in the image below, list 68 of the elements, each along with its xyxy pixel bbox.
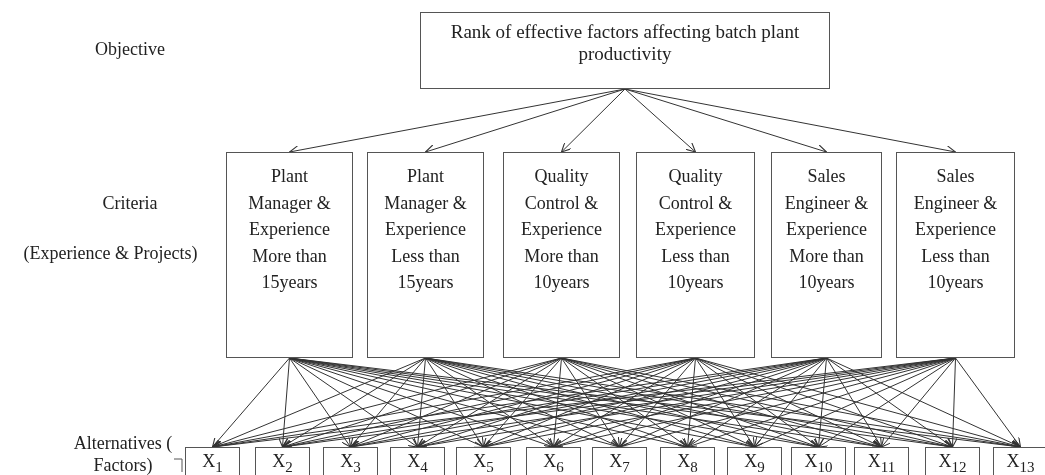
alternative-box (390, 447, 445, 475)
criterion-box (636, 152, 755, 358)
factor-label: X$_{5}$ (473, 450, 494, 475)
arrow (826, 357, 883, 448)
objective-text: Rank of effective factors affecting batch plant productivity (449, 21, 801, 65)
alternative-box (925, 447, 980, 475)
objective-box (420, 12, 830, 89)
arrow (880, 357, 956, 448)
alternative-box (526, 447, 581, 475)
alternative-box (185, 447, 240, 475)
arrow (425, 357, 485, 448)
alternative-box (660, 447, 715, 475)
criterion-text: Plant Manager & Experience More than 15years (247, 165, 332, 294)
arrow (624, 88, 697, 153)
alternative-box (323, 447, 378, 475)
factor-label: X$_{6}$ (543, 450, 564, 475)
arrow (278, 357, 290, 448)
level-label: Criteria (101, 192, 159, 214)
arrow (814, 357, 827, 448)
arrow (549, 357, 562, 448)
arrow (560, 88, 626, 153)
criterion-box (503, 152, 620, 358)
alternative-box (727, 447, 782, 475)
criterion-text: Plant Manager & Experience Less than 15years (383, 165, 468, 294)
arrow (695, 357, 756, 448)
factor-label: X$_{9}$ (744, 450, 765, 475)
level-label: Alternatives ( Factors) (72, 432, 174, 475)
factor-label: X$_{11}$ (867, 450, 896, 475)
arrow (955, 357, 1022, 448)
arrow (561, 357, 621, 448)
arrow (753, 357, 956, 448)
arrow (211, 357, 290, 448)
factor-label: X$_{1}$ (202, 450, 223, 475)
criterion-box (771, 152, 882, 358)
criterion-box (226, 152, 353, 358)
criterion-box (896, 152, 1015, 358)
criterion-box (367, 152, 484, 358)
factor-label: X$_{10}$ (804, 450, 833, 475)
alternative-box (592, 447, 647, 475)
factor-label: X$_{8}$ (677, 450, 698, 475)
arrow (289, 357, 352, 448)
criterion-text: Quality Control & Experience Less than 10years (654, 165, 737, 294)
alternative-box (456, 447, 511, 475)
level-label: (Experience & Projects) (22, 242, 199, 264)
arrow (413, 357, 426, 448)
level-label: Objective (94, 38, 166, 60)
factor-label: X$_{4}$ (407, 450, 428, 475)
arrow (947, 357, 958, 448)
criterion-text: Sales Engineer & Experience Less than 10years (912, 165, 999, 294)
criterion-text: Sales Engineer & Experience More than 10years (783, 165, 870, 294)
arrow (482, 357, 562, 448)
arrow (618, 357, 696, 448)
factor-label: X$_{12}$ (938, 450, 967, 475)
alternative-box (791, 447, 846, 475)
factor-label: X$_{7}$ (609, 450, 630, 475)
alternative-box (993, 447, 1045, 475)
arrow (753, 357, 827, 448)
arrow (482, 357, 696, 449)
alternative-box (854, 447, 909, 475)
criterion-text: Quality Control & Experience More than 10years (520, 165, 603, 294)
arrow (695, 357, 883, 448)
alternative-box (255, 447, 310, 475)
factor-label: X$_{3}$ (340, 450, 361, 475)
arrow (683, 357, 696, 448)
arrow (349, 357, 426, 448)
factor-label: X$_{2}$ (272, 450, 293, 475)
arrow (618, 357, 827, 449)
factor-label: X$_{13}$ (1006, 450, 1035, 475)
